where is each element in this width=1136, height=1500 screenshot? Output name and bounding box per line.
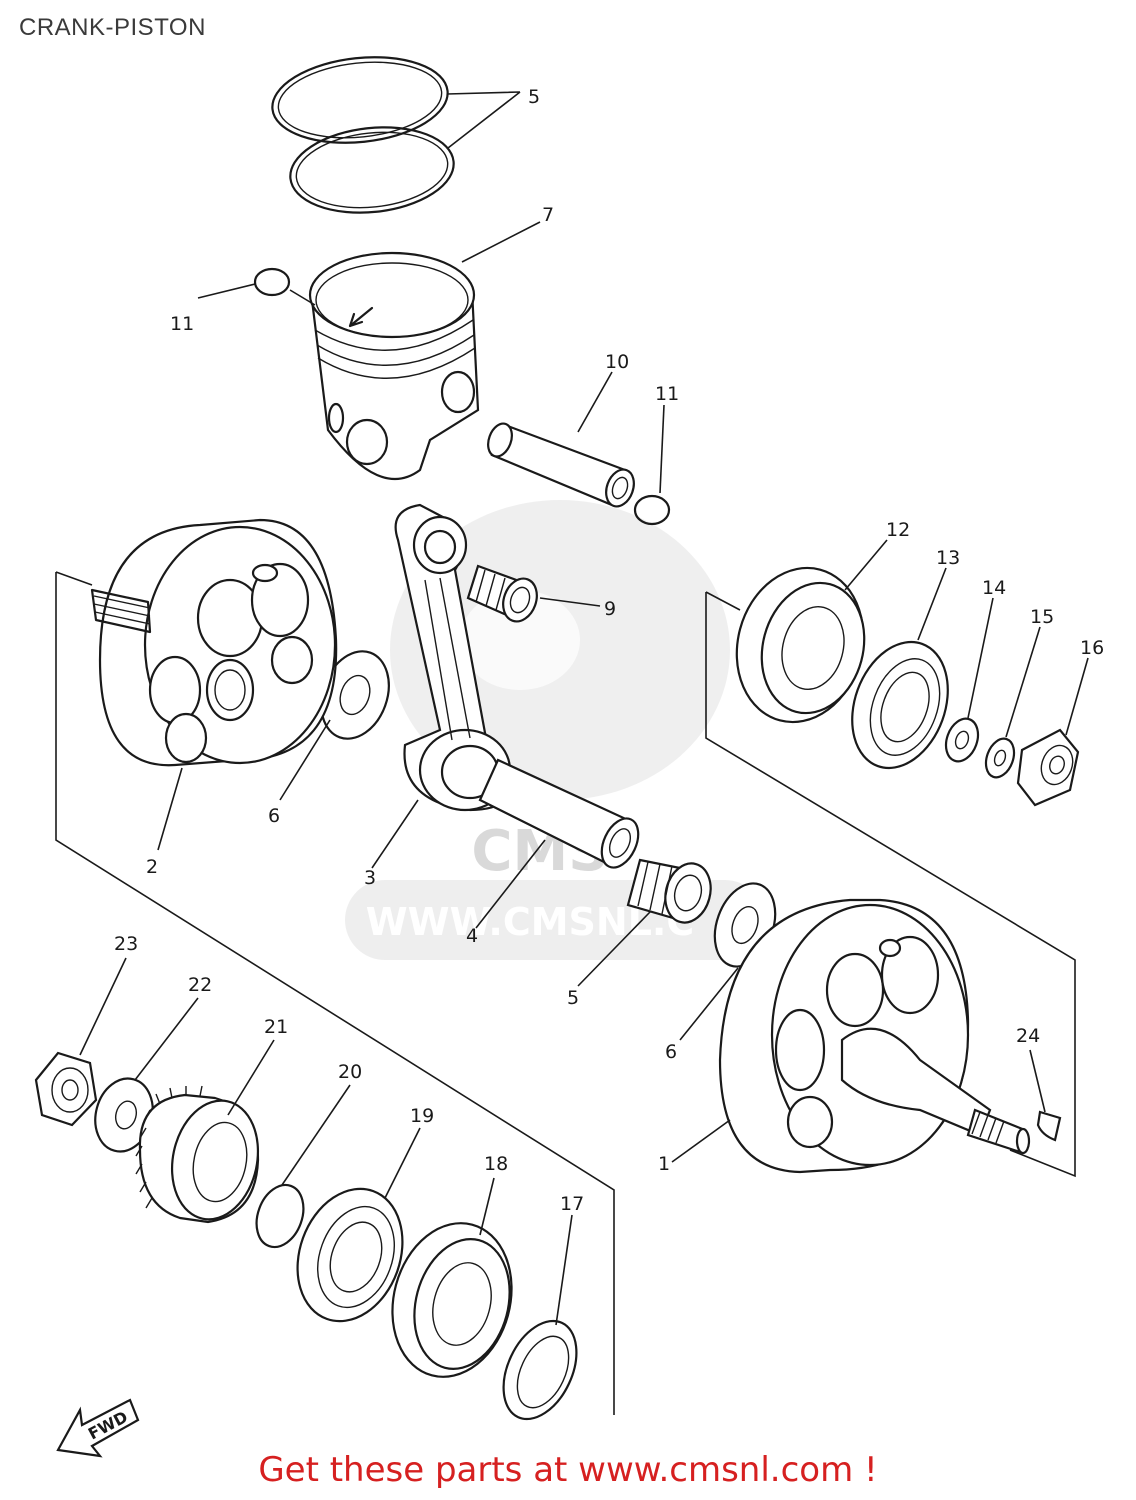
bearing-18 (391, 1222, 513, 1378)
big-end-bearing (626, 858, 712, 924)
callout-13: 13 (936, 547, 960, 569)
callout-7: 7 (542, 204, 554, 226)
callout-labels: 5 7 11 10 11 9 12 13 14 15 16 6 2 3 4 5 … (114, 86, 1104, 1215)
piston (308, 251, 480, 480)
crank-pin (478, 758, 640, 869)
nut-16 (1016, 728, 1080, 807)
callout-15: 15 (1030, 606, 1054, 628)
crank-wheel-left (90, 518, 338, 767)
callout-24: 24 (1016, 1025, 1040, 1047)
page-title: CRANK-PISTON (19, 14, 206, 41)
piston-rings (271, 56, 455, 214)
callout-18: 18 (484, 1153, 508, 1175)
washer-17 (502, 1319, 578, 1421)
piston-pin (487, 422, 635, 508)
callout-20: 20 (338, 1061, 362, 1083)
circlip-right (633, 494, 671, 526)
circlip-left (253, 267, 291, 297)
callout-4: 4 (466, 925, 478, 947)
washer-14 (944, 717, 980, 763)
primary-drive-gear-21 (135, 1085, 260, 1224)
oil-seal-19 (296, 1187, 404, 1323)
callout-14: 14 (982, 577, 1006, 599)
callout-11b: 11 (655, 383, 679, 405)
callout-17: 17 (560, 1193, 584, 1215)
callout-21: 21 (264, 1016, 288, 1038)
washer-15 (984, 737, 1016, 779)
callout-6b: 6 (665, 1041, 677, 1063)
callout-22: 22 (188, 974, 212, 996)
callout-6a: 6 (268, 805, 280, 827)
footer-cta[interactable]: Get these parts at www.cmsnl.com ! (258, 1450, 878, 1490)
callout-9: 9 (604, 598, 616, 620)
small-end-bearing (466, 564, 538, 623)
leader-lines (79, 91, 1089, 1326)
woodruff-key (1036, 1110, 1062, 1142)
callout-5: 5 (567, 987, 579, 1009)
callout-16: 16 (1080, 637, 1104, 659)
bearing-12 (735, 566, 866, 724)
callout-1: 1 (658, 1153, 670, 1175)
callout-3: 3 (364, 867, 376, 889)
assembly-brackets (55, 571, 1076, 1415)
callout-10: 10 (605, 351, 629, 373)
callout-2: 2 (146, 856, 158, 878)
callout-19: 19 (410, 1105, 434, 1127)
callout-12: 12 (886, 519, 910, 541)
nut-23 (34, 1051, 98, 1127)
crank-wheel-right (718, 898, 1031, 1174)
oil-seal-13 (851, 640, 949, 770)
callout-11a: 11 (170, 313, 194, 335)
circlip-20 (255, 1183, 305, 1249)
callout-23: 23 (114, 933, 138, 955)
callout-8: 5 (528, 86, 540, 108)
forward-direction-arrow: FWD (56, 1398, 140, 1458)
